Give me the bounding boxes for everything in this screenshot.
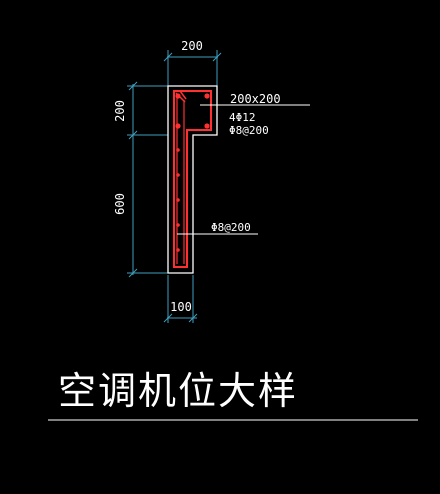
wall-bar-dot xyxy=(176,148,180,152)
dim-lower-height: 600 xyxy=(113,193,127,215)
main-bars xyxy=(175,93,210,129)
main-bar xyxy=(175,93,181,99)
main-bar xyxy=(175,123,181,129)
wall-bar-dots xyxy=(176,148,180,252)
stirrup xyxy=(173,90,212,268)
dim-top-width: 200 xyxy=(181,39,203,53)
dim-upper-height: 200 xyxy=(113,100,127,122)
wall-bars-label: Φ8@200 xyxy=(211,221,251,234)
section-outline xyxy=(167,85,218,274)
wall-bar-dot xyxy=(176,248,180,252)
section-size-label: 200x200 xyxy=(230,92,281,106)
wall-bar-dot xyxy=(176,173,180,177)
main-bar xyxy=(204,93,210,99)
drawing-title: 空调机位大样 xyxy=(58,369,298,413)
rebar-cage xyxy=(173,90,212,268)
main-bars-label: 4Φ12 xyxy=(229,111,256,124)
dim-bottom-width: 100 xyxy=(170,300,192,314)
stirrups-label: Φ8@200 xyxy=(229,124,269,137)
leader-lines xyxy=(177,104,310,235)
wall-bar-dot xyxy=(176,198,180,202)
wall-bar-dot xyxy=(176,223,180,227)
dimension-lines xyxy=(127,50,222,323)
main-bar xyxy=(204,123,210,129)
